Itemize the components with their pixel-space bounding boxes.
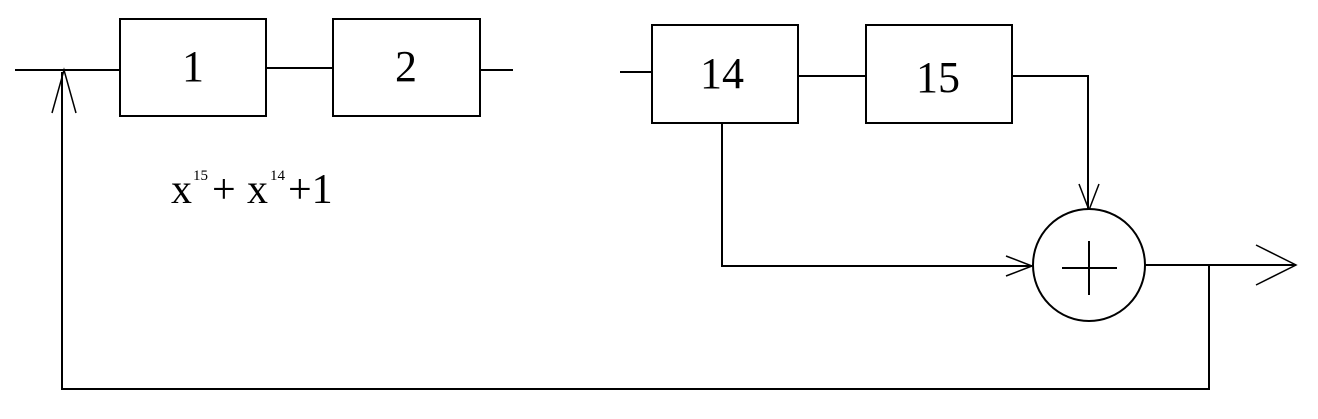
polynomial-label: x 15 + x 14 +1 <box>171 167 333 213</box>
feedback-wire <box>61 72 1210 390</box>
poly-term1-base: x <box>171 167 192 213</box>
register-block-2-label: 2 <box>395 42 417 91</box>
register-block-1-label: 1 <box>182 42 204 91</box>
poly-term1-exp: 15 <box>193 168 208 184</box>
register-block-15: 15 <box>865 24 1013 124</box>
register-block-15-label: 15 <box>916 53 960 102</box>
poly-plus-1: + <box>212 167 236 213</box>
tap-14-arrowhead <box>1005 255 1035 277</box>
register-block-14: 14 <box>651 24 799 124</box>
tap-14-wire <box>721 123 1032 267</box>
xor-adder-icon <box>1032 208 1146 322</box>
poly-tail: +1 <box>288 167 333 213</box>
feedback-arrowhead <box>51 67 77 114</box>
register-block-1: 1 <box>119 18 267 117</box>
output-arrowhead <box>1255 244 1298 286</box>
tap-15-wire <box>1012 75 1089 210</box>
poly-term2-base: x <box>247 167 268 213</box>
poly-term2-exp: 14 <box>270 168 286 184</box>
register-block-2: 2 <box>332 18 481 117</box>
register-block-14-label: 14 <box>700 49 744 98</box>
